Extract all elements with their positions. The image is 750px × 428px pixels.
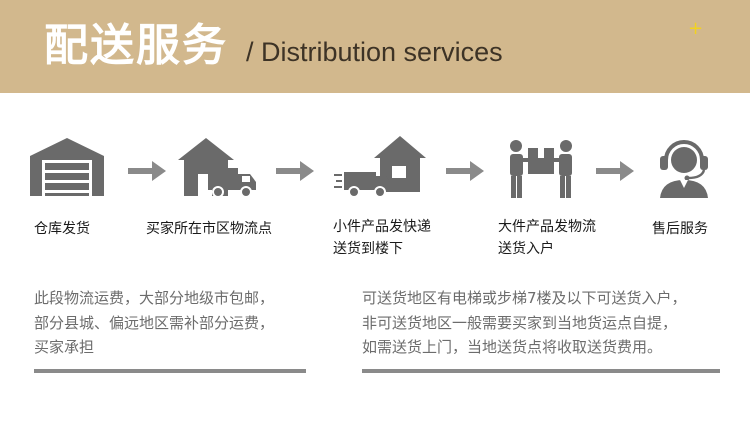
divider [362,369,720,373]
movers-icon [506,138,576,198]
step-label-large-items: 大件产品发物流 送货入户 [498,219,596,257]
sparkle-icon: + [688,18,704,39]
arrow-right-icon [128,161,166,185]
warehouse-icon [30,138,104,196]
note-line: 非可送货地区一般需要买家到当地货运点自提， [362,313,678,332]
arrow-right-icon [596,161,634,185]
note-line: 部分县城、偏远地区需补部分运费， [34,313,275,332]
page-subtitle: / Distribution services [246,37,503,67]
note-line: 可送货地区有电梯或步梯7楼及以下可送货入户， [362,289,687,307]
customer-service-icon [656,136,712,198]
step-label-local-logistics: 买家所在市区物流点 [146,221,272,237]
header-banner: 配送服务 / Distribution services + [0,0,750,93]
note-line: 买家承担 [34,338,95,356]
shipping-fee-note: 此段物流运费，大部分地级市包邮， 部分县城、偏远地区需补部分运费， 买家承担 [34,286,274,360]
step-label-small-items: 小件产品发快递 送货到楼下 [333,219,431,257]
page-title: 配送服务 [44,20,228,71]
step-label-warehouse: 仓库发货 [34,221,90,237]
arrow-right-icon [446,161,484,185]
note-line: 此段物流运费，大部分地级市包邮， [34,289,275,307]
arrow-right-icon [276,161,314,185]
divider [34,369,306,373]
delivery-policy-note: 可送货地区有电梯或步梯7楼及以下可送货入户， 非可送货地区一般需要买家到当地货运… [362,286,687,360]
step-label-after-sales: 售后服务 [652,221,708,237]
express-delivery-icon [334,136,430,198]
note-line: 如需送货上门，当地送货点将收取送货费用。 [362,338,663,356]
house-truck-icon [178,138,258,198]
